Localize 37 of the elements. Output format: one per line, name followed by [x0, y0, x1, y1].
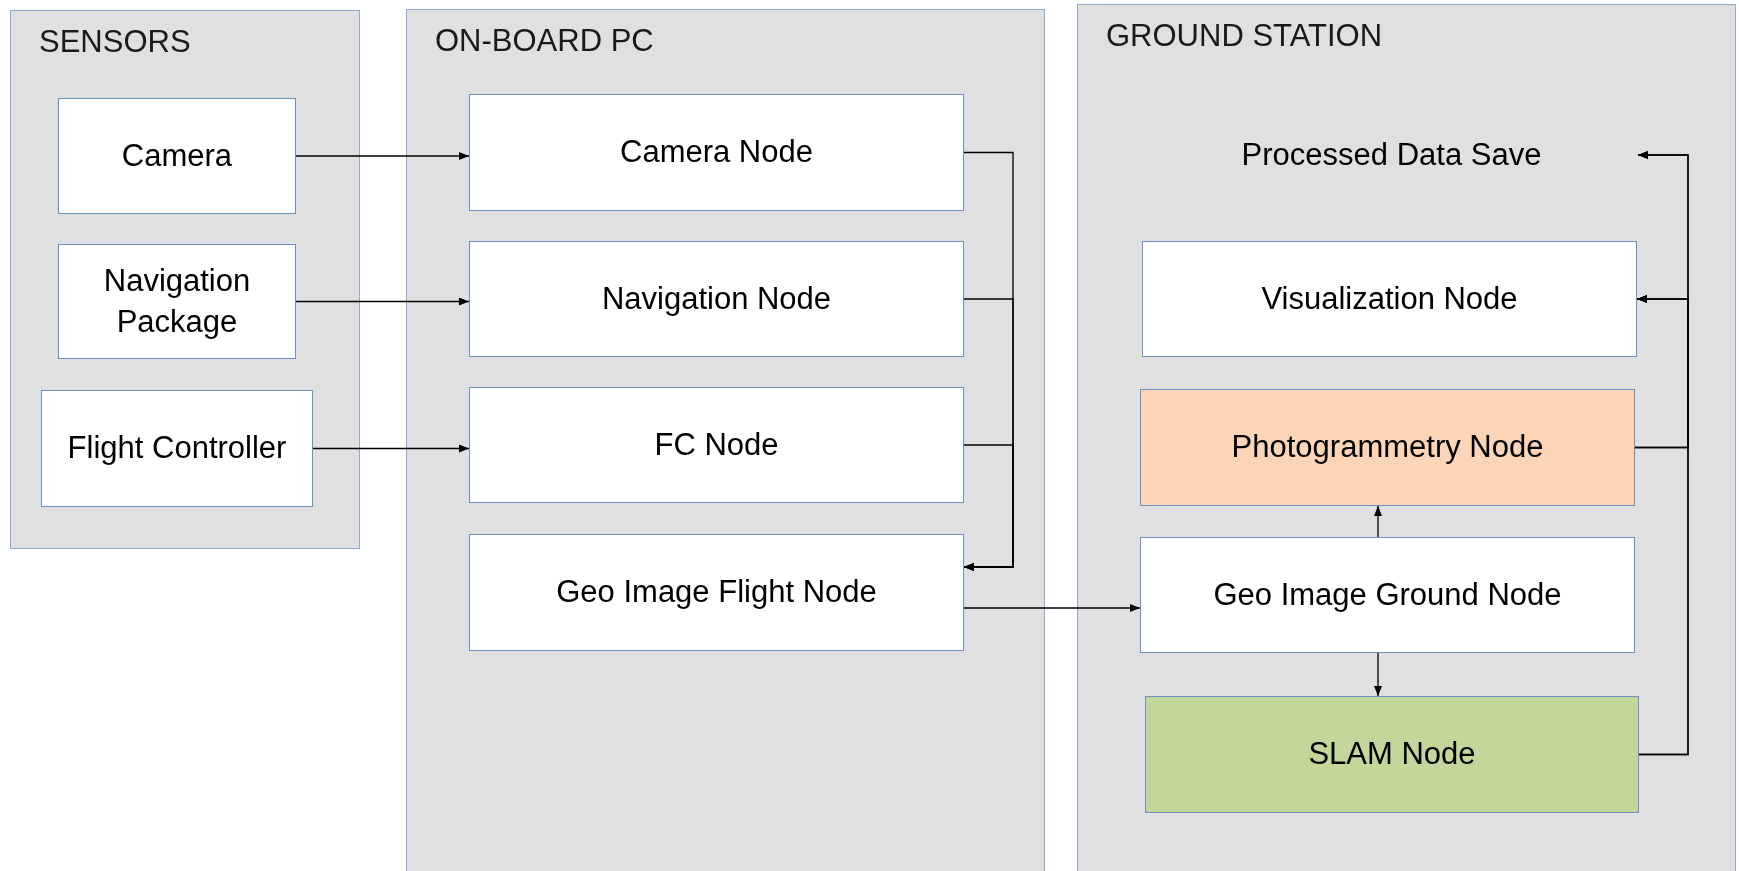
process-box — [469, 387, 964, 503]
group-panel — [10, 10, 360, 549]
process-box — [58, 244, 296, 359]
group-heading: SENSORS — [39, 23, 191, 61]
process-box — [469, 94, 964, 211]
node-label: Geo Image Ground Node — [1212, 575, 1563, 614]
group-panel — [1077, 4, 1736, 871]
arrow — [1374, 652, 1382, 697]
node-label: Geo Image Flight Node — [555, 573, 878, 612]
arrow — [963, 604, 1141, 612]
node-label: Camera Node — [619, 133, 814, 172]
arrow — [295, 297, 470, 306]
process-box — [58, 98, 296, 214]
node-label: SLAM Node — [1307, 735, 1477, 774]
node-label: Navigation Node — [600, 279, 833, 318]
process-box — [1145, 696, 1639, 813]
group-panel — [406, 9, 1045, 871]
arrow — [312, 444, 470, 453]
arrow — [963, 444, 1014, 571]
node-label: FC Node — [653, 425, 780, 464]
process-box — [1140, 389, 1635, 506]
process-box — [469, 534, 964, 651]
group-heading: ON-BOARD PC — [435, 22, 654, 60]
process-box — [41, 390, 313, 507]
node-label: Flight Controller — [66, 429, 288, 468]
process-box — [1142, 241, 1637, 357]
arrow — [1634, 151, 1689, 449]
node-label: Navigation Package — [102, 262, 252, 341]
node-label: Processed Data Save — [1240, 135, 1543, 174]
arrow — [295, 152, 470, 160]
arrow — [1374, 505, 1382, 538]
process-box — [1140, 537, 1635, 653]
node-label: Photogrammetry Node — [1230, 428, 1545, 467]
node-label: Camera — [120, 136, 234, 175]
process-box — [469, 241, 964, 357]
group-heading: GROUND STATION — [1106, 17, 1383, 55]
node-label: Visualization Node — [1260, 279, 1519, 318]
